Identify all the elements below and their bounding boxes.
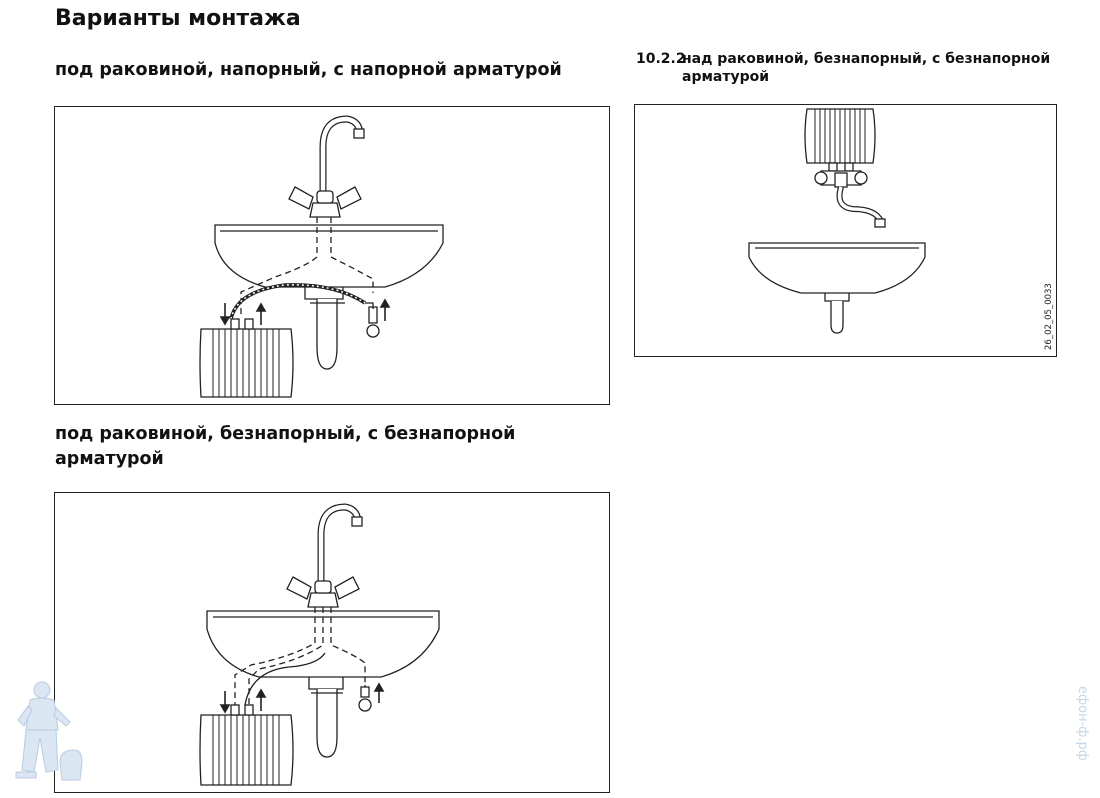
figure-code-text: 26_02_05_0033 [1044, 283, 1054, 350]
figure-code: 26_02_05_0033 [1044, 280, 1058, 350]
diagram-over-sink-nonpressure [748, 108, 926, 334]
section-heading-under-sink-pressure: под раковиной, напорный, с напорной арма… [55, 60, 562, 80]
watermark-text: ефон-ф.рф [1075, 686, 1090, 761]
figure-under-sink-nonpressure [54, 492, 610, 793]
watermark: ефон-ф.рф [1074, 686, 1094, 786]
figure-under-sink-pressure [54, 106, 610, 405]
diagram-under-sink-pressure [199, 115, 444, 398]
section-heading-over-sink-nonpressure: 10.2.2над раковиной, безнапорный, с безн… [636, 50, 1076, 86]
section-heading-line2: арматурой [682, 69, 770, 85]
plumber-mascot-icon [15, 681, 83, 781]
page-title: Варианты монтажа [55, 6, 301, 31]
section-number: 10.2.2 [636, 51, 686, 67]
section-heading-under-sink-nonpressure: под раковиной, безнапорный, с безнапорно… [55, 424, 516, 469]
figure-over-sink-nonpressure [634, 104, 1057, 357]
diagram-under-sink-nonpressure [199, 503, 440, 786]
section-heading-line1: над раковиной, безнапорный, с безнапорно… [682, 51, 1051, 67]
